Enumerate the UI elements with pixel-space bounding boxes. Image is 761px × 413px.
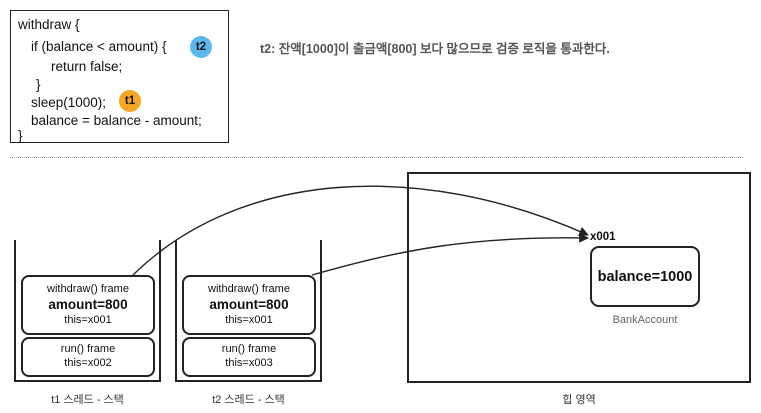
frame-ref: this=x001: [225, 314, 273, 326]
code-line-5: sleep(1000);: [31, 95, 107, 110]
t1-run-frame: run() frame this=x002: [21, 337, 155, 377]
code-box: withdraw { if (balance < amount) { retur…: [10, 10, 229, 143]
object-value: balance=1000: [597, 268, 693, 285]
section-divider: [10, 157, 743, 158]
frame-value: amount=800: [209, 297, 289, 312]
t2-withdraw-frame: withdraw() frame amount=800 this=x001: [182, 275, 316, 335]
code-line-4: }: [36, 77, 41, 92]
t2-thread-badge: t2: [190, 36, 212, 58]
t2-thread-stack: [175, 240, 322, 382]
t2-reference-arrow: [311, 232, 589, 276]
code-line-1: withdraw {: [18, 17, 80, 32]
bank-account-object: balance=1000: [590, 246, 700, 307]
t2-stack-caption: t2 스레드 - 스택: [212, 394, 285, 406]
t1-thread-stack: [14, 240, 161, 382]
frame-title: run() frame: [221, 343, 277, 355]
code-line-3: return false;: [51, 59, 123, 74]
code-line-2: if (balance < amount) {: [31, 39, 167, 54]
t1-stack-caption: t1 스레드 - 스택: [51, 394, 124, 406]
t1-reference-arrow: [132, 185, 589, 276]
t2-run-frame: run() frame this=x003: [182, 337, 316, 377]
heap-caption: 힙 영역: [562, 394, 596, 406]
code-line-6: balance = balance - amount;: [31, 113, 202, 128]
frame-value: amount=800: [48, 297, 128, 312]
t1-thread-badge: t1: [119, 90, 141, 112]
frame-ref: this=x001: [64, 314, 112, 326]
code-line-7: }: [18, 128, 23, 143]
heap-area: [407, 172, 751, 383]
t1-withdraw-frame: withdraw() frame amount=800 this=x001: [21, 275, 155, 335]
object-class-label: BankAccount: [612, 314, 678, 326]
frame-title: withdraw() frame: [208, 283, 290, 295]
explanation-note: t2: 잔액[1000]이 출금액[800] 보다 많으므로 검증 로직을 통과…: [260, 42, 610, 56]
frame-title: withdraw() frame: [47, 283, 129, 295]
frame-ref: this=x003: [225, 357, 273, 369]
frame-ref: this=x002: [64, 357, 112, 369]
frame-title: run() frame: [60, 343, 116, 355]
heap-object-address: x001: [590, 231, 616, 243]
